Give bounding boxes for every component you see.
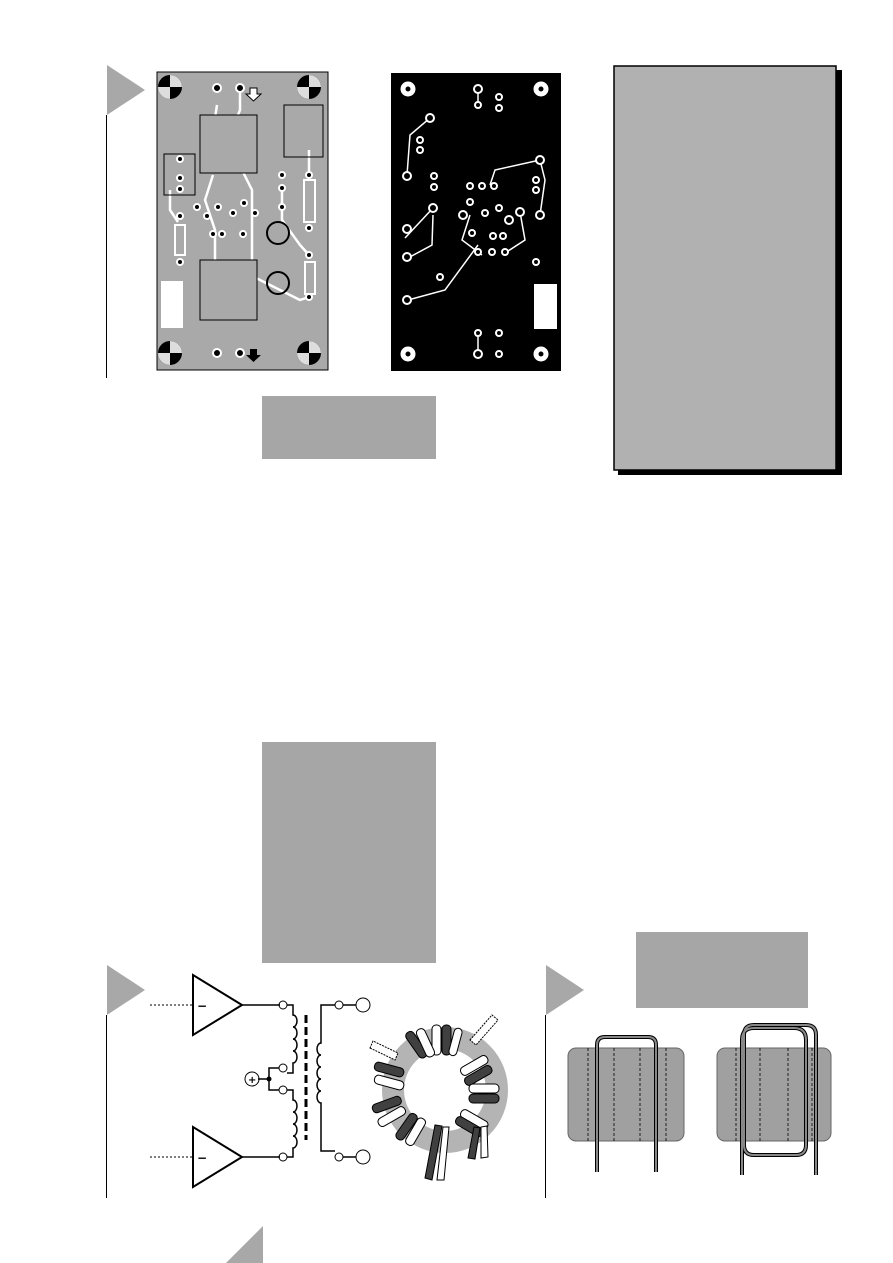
- caption-box-2: [262, 742, 436, 963]
- amp-top-input-sign: −: [197, 999, 207, 1013]
- connector-left: [163, 153, 196, 196]
- arrow-down-outline-icon: [244, 87, 263, 102]
- ic-bottom: [199, 259, 258, 321]
- pcb-copper-side: [391, 73, 561, 371]
- caption-box-3: [636, 932, 808, 1008]
- amplifier-bottom: [192, 1125, 244, 1189]
- amplifier-top: [192, 973, 244, 1037]
- caption-box-1: [262, 396, 436, 459]
- arrow-down-filled-icon: [246, 349, 261, 362]
- coil-single-loop: [567, 1035, 685, 1172]
- section-marker-icon: [107, 965, 145, 1015]
- ic-top: [199, 114, 258, 174]
- mounting-hole-icon: [158, 75, 321, 365]
- section-marker-icon: [107, 65, 145, 115]
- transformer-schematic: [150, 973, 371, 1189]
- supply-plus-sign: +: [248, 1075, 256, 1086]
- page-corner-marker-icon: [226, 1226, 263, 1263]
- amp-bottom-input-sign: −: [197, 1151, 207, 1165]
- pcb-component-side: [156, 71, 329, 371]
- toroid-illustration: [369, 1014, 508, 1181]
- sidebar-box: [613, 65, 837, 471]
- connector-right: [283, 104, 324, 158]
- section-marker-icon: [546, 965, 584, 1015]
- coil-double-loop: [716, 1023, 832, 1175]
